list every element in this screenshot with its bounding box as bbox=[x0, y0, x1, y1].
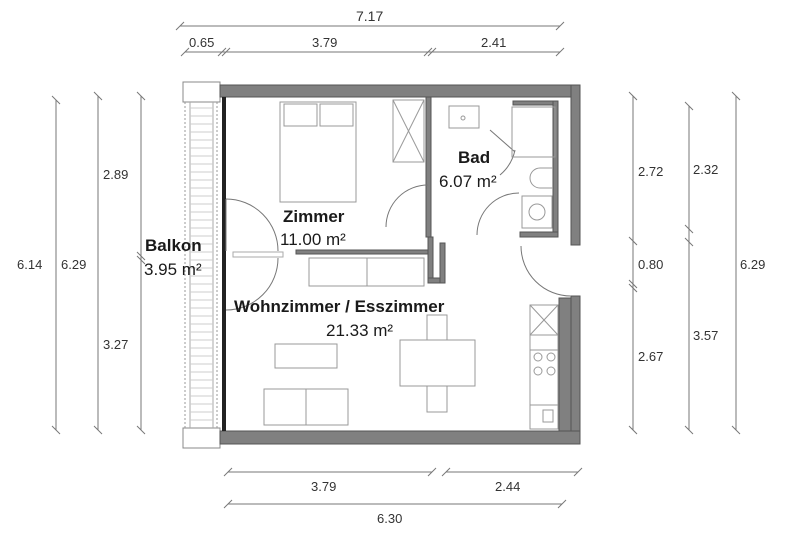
dim-right-middle-bottom: 3.57 bbox=[693, 328, 719, 343]
dim-right-inner-top: 2.72 bbox=[638, 164, 664, 179]
door-swings bbox=[225, 129, 572, 311]
room-name-wohnzimmer: Wohnzimmer / Esszimmer bbox=[234, 297, 445, 316]
room-area-balkon: 3.95 m² bbox=[144, 260, 202, 279]
room-area-wohnzimmer: 21.33 m² bbox=[326, 321, 394, 340]
dim-bottom-left: 3.79 bbox=[311, 479, 337, 494]
room-area-zimmer: 11.00 m² bbox=[280, 230, 346, 249]
walls bbox=[219, 84, 581, 445]
room-name-bad: Bad bbox=[458, 148, 491, 167]
dim-bottom-right: 2.44 bbox=[495, 479, 521, 494]
dim-top-balcony: 0.65 bbox=[189, 35, 215, 50]
dim-bottom-total: 6.30 bbox=[377, 511, 403, 526]
dim-right-inner-mid: 0.80 bbox=[638, 257, 664, 272]
dimension-lines bbox=[51, 21, 741, 509]
dim-left-middle: 6.29 bbox=[61, 257, 87, 272]
dim-right-inner-bottom: 2.67 bbox=[638, 349, 664, 364]
dim-top-bad: 2.41 bbox=[481, 35, 507, 50]
dim-top-zimmer: 3.79 bbox=[312, 35, 338, 50]
balcony-slats bbox=[190, 107, 213, 421]
dim-left-outer: 6.14 bbox=[17, 257, 43, 272]
furniture bbox=[263, 99, 559, 430]
dim-left-inner-bottom: 3.27 bbox=[103, 337, 129, 352]
room-name-zimmer: Zimmer bbox=[283, 207, 345, 226]
room-name-balkon: Balkon bbox=[145, 236, 202, 255]
dim-top-total: 7.17 bbox=[356, 8, 384, 24]
dim-right-outer: 6.29 bbox=[740, 257, 766, 272]
room-area-bad: 6.07 m² bbox=[439, 172, 497, 191]
dim-right-middle-top: 2.32 bbox=[693, 162, 719, 177]
dim-left-inner-top: 2.89 bbox=[103, 167, 129, 182]
